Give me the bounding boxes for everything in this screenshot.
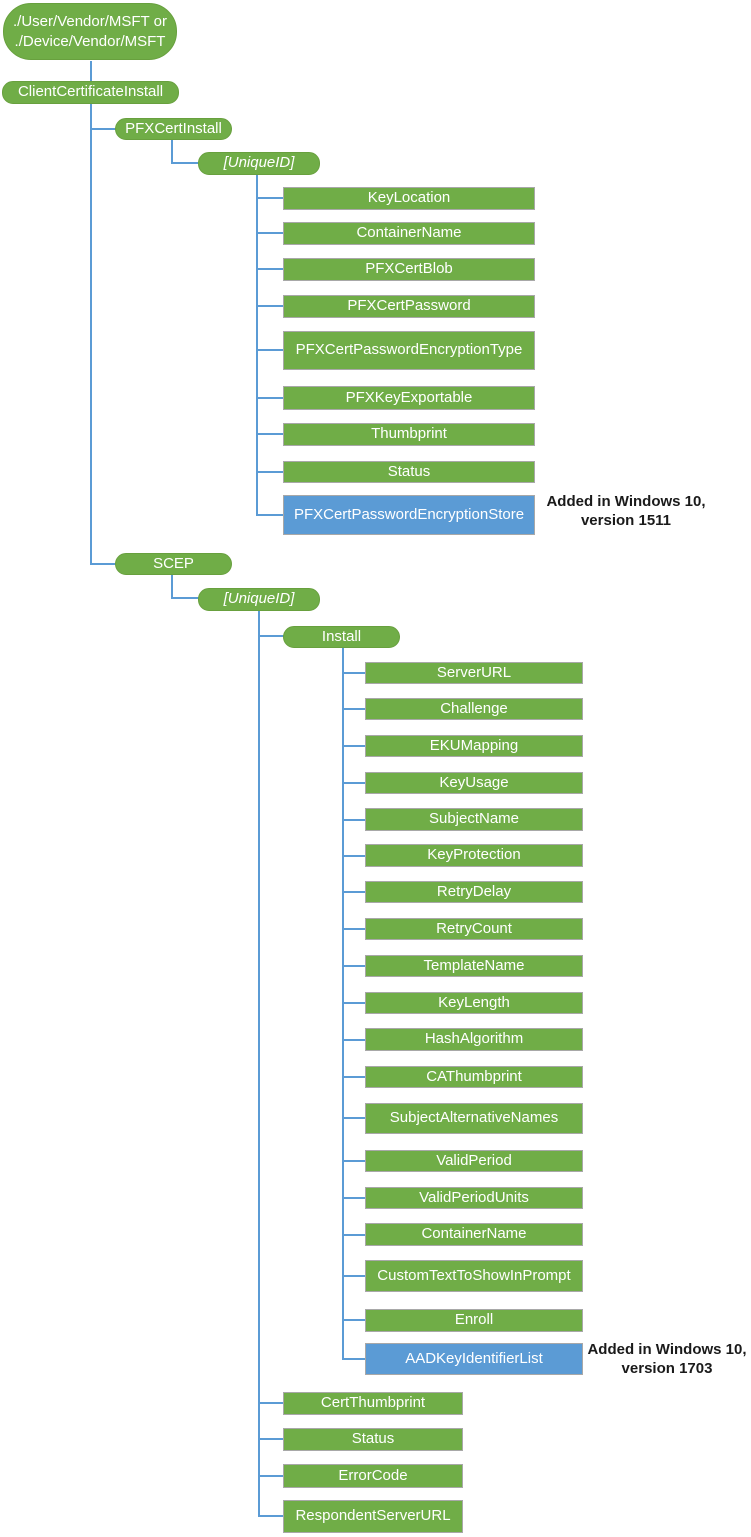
node-pfxcertblob: PFXCertBlob	[283, 258, 535, 281]
node-subjectalternativenames: SubjectAlternativeNames	[365, 1103, 583, 1134]
annotation-line2: version 1511	[580, 512, 672, 529]
connector-line	[342, 1275, 366, 1277]
node-certthumbprint: CertThumbprint	[283, 1392, 463, 1415]
connector-line	[342, 1319, 366, 1321]
annotation-line1: Added in Windows 10,	[587, 1341, 747, 1358]
connector-line	[256, 349, 284, 351]
connector-line	[342, 1076, 366, 1078]
connector-line	[256, 305, 284, 307]
node-cathumbprint: CAThumbprint	[365, 1066, 583, 1088]
annotation-line2: version 1703	[621, 1360, 713, 1377]
node-validperiod: ValidPeriod	[365, 1150, 583, 1172]
connector-line	[342, 672, 366, 674]
connector-line	[258, 635, 284, 637]
connector-line	[258, 611, 260, 1517]
node-keyusage: KeyUsage	[365, 772, 583, 794]
connector-line	[256, 197, 284, 199]
node-root: ./User/Vendor/MSFT or ./Device/Vendor/MS…	[3, 3, 177, 60]
node-respondentserverurl: RespondentServerURL	[283, 1500, 463, 1533]
connector-line	[342, 1039, 366, 1041]
connector-line	[256, 268, 284, 270]
connector-line	[171, 140, 173, 164]
connector-line	[258, 1438, 284, 1440]
node-pfxcertpasswordencryptiontype: PFXCertPasswordEncryptionType	[283, 331, 535, 370]
node-aadkeyidentifierlist: AADKeyIdentifierList	[365, 1343, 583, 1375]
node-uniqueid-scep: [UniqueID]	[198, 588, 320, 611]
node-enroll: Enroll	[365, 1309, 583, 1332]
connector-line	[342, 965, 366, 967]
node-ekumapping: EKUMapping	[365, 735, 583, 757]
node-thumbprint: Thumbprint	[283, 423, 535, 446]
annotation-line1: Added in Windows 10,	[546, 493, 706, 510]
connector-line	[342, 1197, 366, 1199]
node-clientcertificateinstall: ClientCertificateInstall	[2, 81, 179, 104]
node-customtexttoshowinprompt: CustomTextToShowInPrompt	[365, 1260, 583, 1292]
root-label-line2: ./Device/Vendor/MSFT	[14, 32, 166, 50]
annotation-version-1511: Added in Windows 10, version 1511	[540, 492, 712, 530]
node-challenge: Challenge	[365, 698, 583, 720]
connector-line	[256, 175, 258, 516]
connector-line	[342, 782, 366, 784]
node-pfxkeyexportable: PFXKeyExportable	[283, 386, 535, 410]
connector-line	[258, 1402, 284, 1404]
node-subjectname: SubjectName	[365, 808, 583, 831]
node-uniqueid-pfx: [UniqueID]	[198, 152, 320, 175]
node-retrydelay: RetryDelay	[365, 881, 583, 903]
node-retrycount: RetryCount	[365, 918, 583, 940]
node-errorcode: ErrorCode	[283, 1464, 463, 1488]
connector-line	[342, 1160, 366, 1162]
connector-line	[258, 1515, 284, 1517]
annotation-version-1703: Added in Windows 10, version 1703	[586, 1340, 748, 1378]
node-containername-pfx: ContainerName	[283, 222, 535, 245]
connector-line	[342, 819, 366, 821]
node-pfxcertpassword: PFXCertPassword	[283, 295, 535, 318]
node-pfxcertinstall: PFXCertInstall	[115, 118, 232, 140]
connector-line	[342, 1002, 366, 1004]
node-pfxcertpasswordencryptionstore: PFXCertPasswordEncryptionStore	[283, 495, 535, 535]
node-hashalgorithm: HashAlgorithm	[365, 1028, 583, 1051]
node-install: Install	[283, 626, 400, 648]
node-containername-scep: ContainerName	[365, 1223, 583, 1246]
connector-line	[171, 597, 199, 599]
connector-line	[342, 745, 366, 747]
connector-line	[342, 1234, 366, 1236]
node-status-pfx: Status	[283, 461, 535, 483]
connector-line	[342, 1358, 366, 1360]
node-status-scep: Status	[283, 1428, 463, 1451]
connector-line	[256, 471, 284, 473]
connector-line	[90, 128, 116, 130]
connector-line	[342, 1117, 366, 1119]
connector-line	[90, 563, 116, 565]
connector-line	[342, 648, 344, 1360]
connector-line	[256, 514, 284, 516]
node-templatename: TemplateName	[365, 955, 583, 977]
connector-line	[342, 708, 366, 710]
connector-line	[342, 928, 366, 930]
connector-line	[171, 575, 173, 599]
connector-line	[256, 232, 284, 234]
connector-line	[342, 855, 366, 857]
node-keylocation: KeyLocation	[283, 187, 535, 210]
node-keyprotection: KeyProtection	[365, 844, 583, 867]
connector-line	[256, 397, 284, 399]
node-validperiodunits: ValidPeriodUnits	[365, 1187, 583, 1209]
connector-line	[171, 162, 199, 164]
root-label-line1: ./User/Vendor/MSFT or	[13, 12, 167, 30]
node-serverurl: ServerURL	[365, 662, 583, 684]
connector-line	[342, 891, 366, 893]
node-scep: SCEP	[115, 553, 232, 575]
node-keylength: KeyLength	[365, 992, 583, 1014]
connector-line	[256, 433, 284, 435]
connector-line	[90, 61, 92, 565]
connector-line	[258, 1475, 284, 1477]
